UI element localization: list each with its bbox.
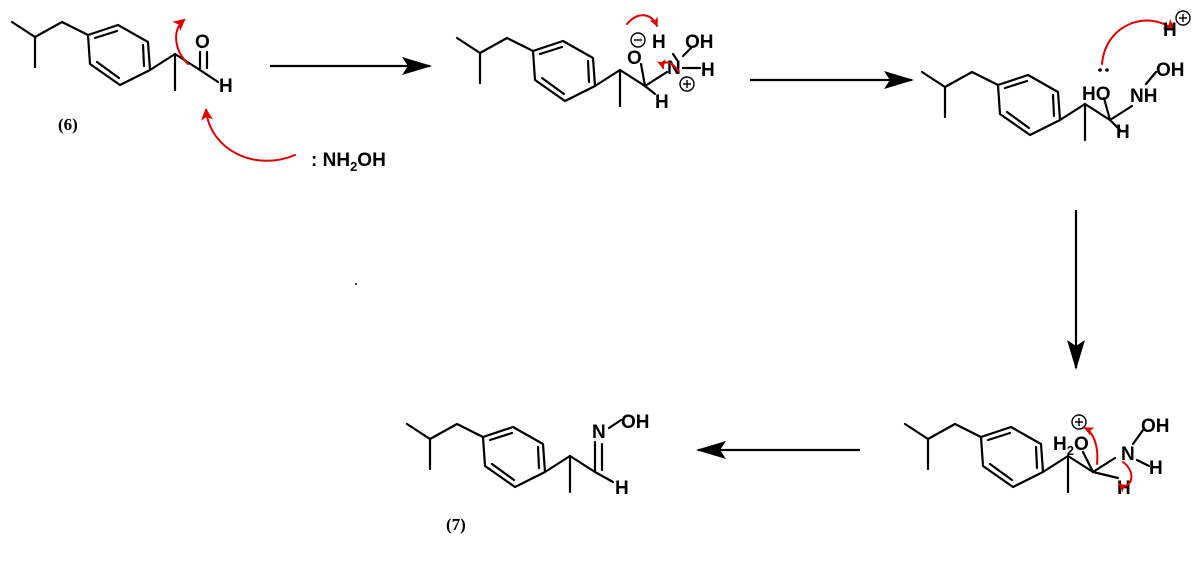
atom-H: H (652, 32, 666, 53)
atom-H: H (701, 60, 715, 81)
reagent-hydroxylamine: : NH2OH (311, 150, 386, 174)
atom-H: H (655, 92, 669, 113)
atom-H: H (219, 76, 233, 97)
atom-H: H (1116, 122, 1130, 143)
atom-H: H (615, 478, 629, 499)
compound-label-6: (6) (58, 115, 78, 134)
intermediate-zwitterion: O H N OH H H (455, 14, 715, 113)
curly-arrow (172, 18, 189, 65)
compound-label-7: (7) (446, 515, 466, 534)
atom-N: N (1121, 444, 1135, 465)
stray-dot (355, 283, 357, 285)
group-HO: HO (1082, 84, 1111, 105)
curly-arrow (1101, 18, 1176, 65)
curly-arrow (1084, 427, 1099, 465)
atom-H: H (1117, 478, 1131, 499)
group-NH: NH (1130, 86, 1157, 107)
lone-pair-icon (1098, 68, 1102, 72)
group-H2O: H2O (1053, 434, 1089, 458)
group-OH: OH (1156, 60, 1185, 81)
proton: H (1163, 20, 1177, 41)
group-OH: OH (621, 412, 650, 433)
molecule-6: O H (6) : NH2OH (10, 18, 386, 174)
group-OH: OH (1141, 416, 1170, 437)
curly-arrow (1118, 461, 1133, 493)
atom-N: N (667, 58, 681, 79)
curly-arrow (201, 108, 296, 162)
intermediate-protonated: H2O N OH H H (903, 414, 1170, 499)
atom-H: H (1149, 458, 1163, 479)
curly-arrow (656, 59, 680, 73)
atom-O: O (195, 32, 210, 53)
atom-N: N (592, 422, 606, 443)
curly-arrow (626, 14, 658, 27)
intermediate-carbinolamine: HO NH OH H (920, 18, 1185, 143)
atom-O: O (627, 48, 642, 69)
group-OH: OH (685, 32, 714, 53)
molecule-7: N OH H (7) (405, 412, 650, 534)
